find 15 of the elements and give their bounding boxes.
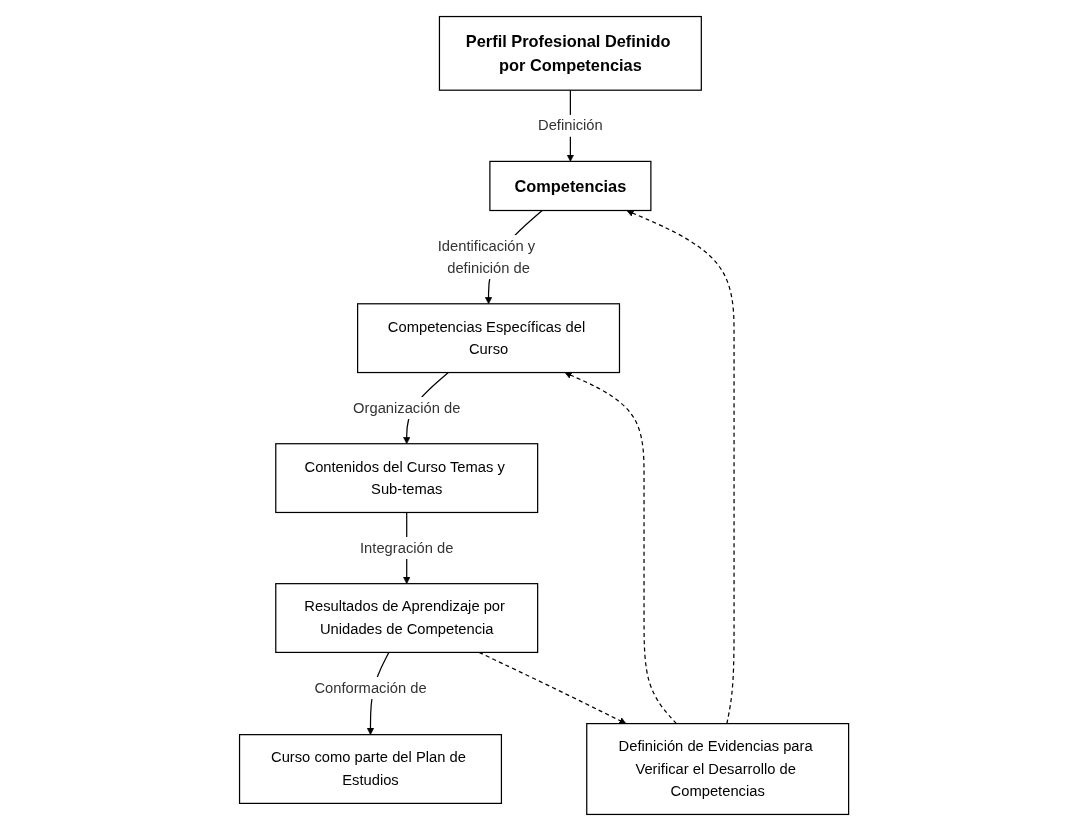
edge-label: Definición [537, 117, 603, 134]
arrow [564, 371, 677, 725]
arrow [626, 209, 735, 725]
node-box: Definición de Evidencias para Verificar el Desarrollo de Competencias [586, 723, 850, 816]
edge-label: Organización de [352, 399, 461, 416]
node-box: Curso como parte del Plan de Estudios [238, 734, 502, 804]
node-box: Competencias Específicas del Curso [356, 303, 620, 374]
edge-label: Conformación de [314, 679, 427, 696]
node-box: Resultados de Aprendizaje por Unidades de Competencia [275, 583, 539, 653]
edge-label: Integración de [359, 539, 454, 556]
edge-label: Identificación y definición de [437, 237, 536, 276]
arrow [478, 651, 627, 724]
node-box: Perfil Profesional Definido por Competencias [438, 15, 702, 91]
node-box: Contenidos del Curso Temas y Sub-temas [275, 443, 539, 514]
node-box: Competencias [489, 160, 652, 212]
